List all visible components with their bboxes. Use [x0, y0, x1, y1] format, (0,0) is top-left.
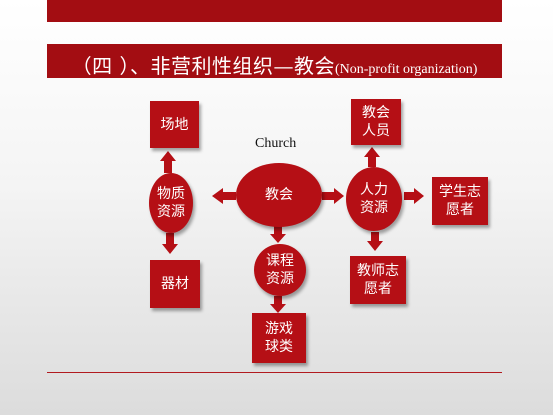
student-volunteers-node: 学生志 愿者 [432, 177, 488, 225]
title-bar: （四 ）、非营利性组织—教会(Non-profit organization) [47, 44, 502, 78]
arrow-to-venue [160, 151, 176, 173]
title-chinese: （四 ）、非营利性组织—教会 [71, 54, 335, 78]
equipment-node: 器材 [150, 260, 200, 308]
title-english: (Non-profit organization) [334, 62, 478, 77]
human-resources-node: 人力 资源 [346, 167, 402, 231]
church-staff-node: 教会 人员 [351, 99, 401, 145]
venue-node: 场地 [150, 101, 199, 148]
slide-title: （四 ）、非营利性组织—教会(Non-profit organization) [47, 50, 502, 79]
arrow-to-course [270, 226, 286, 243]
course-resources-node: 课程 资源 [254, 244, 306, 296]
church-node: 教会 [236, 163, 322, 227]
arrow-to-teacher-volunteers [367, 232, 383, 251]
arrow-to-student-volunteers [404, 188, 424, 204]
church-label: Church [255, 136, 297, 151]
arrow-to-equipment [162, 233, 178, 254]
material-resources-node: 物质 资源 [149, 173, 193, 233]
top-decor-band [47, 0, 502, 22]
arrow-to-church-staff [364, 147, 380, 167]
bottom-divider [47, 372, 502, 373]
arrow-to-material [212, 188, 236, 204]
teacher-volunteers-node: 教师志 愿者 [350, 256, 406, 304]
ball-games-node: 游戏 球类 [252, 313, 306, 363]
arrow-to-human [322, 188, 344, 204]
arrow-to-ball-games [270, 296, 286, 313]
